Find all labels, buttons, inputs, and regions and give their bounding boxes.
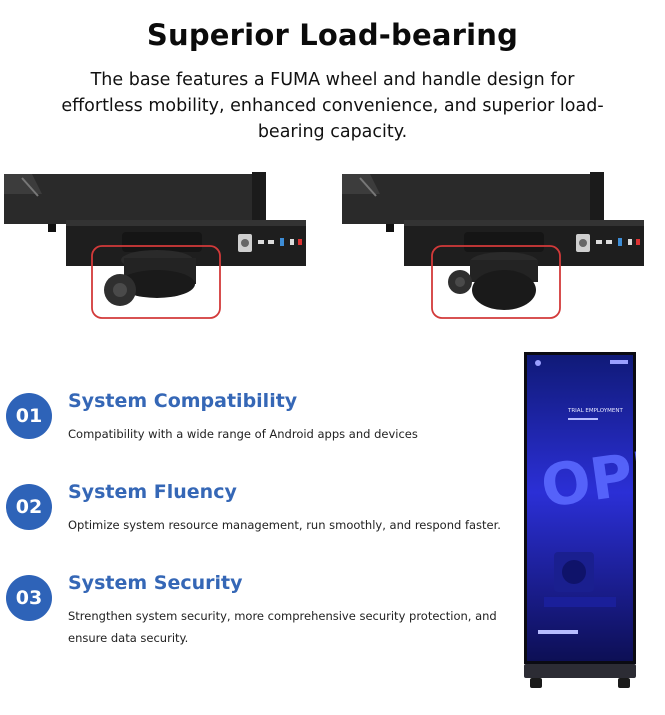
- feature-description: Strengthen system security, more compreh…: [68, 609, 497, 645]
- feature-item-1: 01 System Compatibility Compatibility wi…: [6, 390, 506, 460]
- feature-number-badge: 02: [6, 484, 52, 530]
- feature-description: Compatibility with a wide range of Andro…: [68, 427, 418, 441]
- caster-wheel-photo-front: [340, 172, 658, 320]
- feature-title: System Fluency: [68, 481, 237, 503]
- feature-item-3: 03 System Security Strengthen system sec…: [6, 572, 506, 645]
- caster-wheel-photo-side: [2, 172, 320, 320]
- digital-poster-device: TRIAL EMPLOYMENT OPEN: [524, 352, 636, 688]
- screen-heading: TRIAL EMPLOYMENT: [567, 408, 624, 414]
- feature-item-2: 02 System Fluency Optimize system resour…: [6, 481, 506, 551]
- feature-description: Optimize system resource management, run…: [68, 518, 501, 532]
- feature-number-badge: 03: [6, 575, 52, 621]
- feature-title: System Compatibility: [68, 390, 298, 412]
- feature-number-badge: 01: [6, 393, 52, 439]
- feature-title: System Security: [68, 572, 243, 594]
- page-title: Superior Load-bearing: [146, 18, 519, 52]
- page-subtitle: The base features a FUMA wheel and handl…: [61, 70, 604, 142]
